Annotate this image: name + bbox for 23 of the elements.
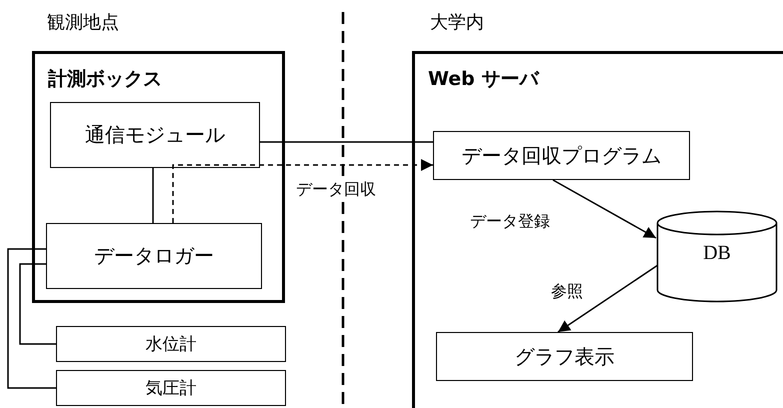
process-box xyxy=(56,326,286,362)
box-label: 通信モジュール xyxy=(84,124,226,148)
box-label: 気圧計 xyxy=(144,378,198,400)
database-cylinder xyxy=(656,210,778,303)
box-label: データ回収プログラム xyxy=(460,144,662,169)
process-box xyxy=(46,223,262,289)
area-label: 観測地点 xyxy=(47,11,119,34)
connector-arrow xyxy=(558,264,658,333)
box-label: データロガー xyxy=(93,244,215,270)
connector-arrow xyxy=(172,159,433,223)
process-box xyxy=(436,332,693,381)
box-label: DB xyxy=(702,242,732,265)
connector-arrow xyxy=(552,179,656,239)
box-label: 水位計 xyxy=(144,334,198,356)
box-label: グラフ表示 xyxy=(514,345,616,370)
edge-label: 参照 xyxy=(549,282,585,302)
area-label: 大学内 xyxy=(430,11,484,34)
process-box xyxy=(50,102,260,168)
process-box xyxy=(56,370,286,406)
box-frame xyxy=(32,51,285,303)
box-heading: Web サーバ xyxy=(428,67,538,92)
process-box xyxy=(433,131,690,180)
box-heading: 計測ボックス xyxy=(48,68,162,92)
